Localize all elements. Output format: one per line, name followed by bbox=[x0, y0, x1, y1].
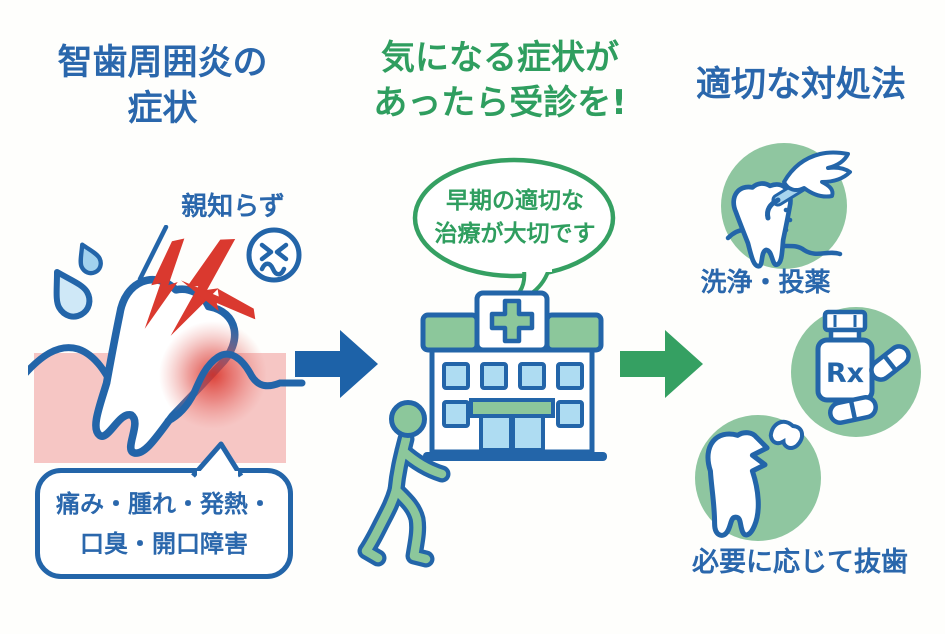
tooth-fragment bbox=[768, 419, 804, 450]
middle-section-title: 気になる症状が あったら受診を! bbox=[355, 36, 645, 126]
advice-bubble-text: 早期の適切な 治療が大切です bbox=[420, 185, 610, 251]
mid-title-line1: 気になる症状が bbox=[381, 38, 619, 78]
gumline-right bbox=[164, 350, 306, 425]
green-arrow-icon bbox=[620, 330, 703, 398]
entrance-canopy bbox=[469, 398, 555, 418]
symptom-line1: 痛み・腫れ・発熱・ bbox=[56, 490, 272, 518]
treatment-label-extraction: 必要に応じて抜歯 bbox=[692, 547, 908, 578]
dental-scaler-tip bbox=[765, 197, 781, 221]
capsule-icon bbox=[828, 395, 878, 425]
walking-person-icon bbox=[357, 400, 451, 568]
symptom-line2: 口臭・開口障害 bbox=[80, 530, 248, 558]
hospital-windows bbox=[442, 362, 584, 428]
blue-arrow-icon bbox=[295, 330, 378, 398]
advice-line2: 治療が大切です bbox=[434, 221, 596, 247]
symptom-speech-bubble: 痛み・腫れ・発熱・ 口臭・開口障害 bbox=[35, 468, 293, 579]
wisdom-tooth-label: 親知らず bbox=[181, 192, 285, 222]
advice-line1: 早期の適切な bbox=[446, 188, 584, 214]
pain-flash-icon bbox=[144, 238, 256, 336]
label-leader-line bbox=[137, 225, 169, 282]
left-section-title: 智歯周囲炎の 症状 bbox=[35, 40, 290, 132]
hand-icon bbox=[782, 150, 852, 199]
treatment-label-cleaning: 洗浄・投薬 bbox=[700, 268, 831, 298]
tooth-extraction-icon bbox=[695, 415, 821, 541]
capsule-icon bbox=[869, 344, 911, 382]
symptom-bubble-tail bbox=[191, 441, 244, 478]
left-title-line1: 智歯周囲炎の bbox=[57, 43, 268, 83]
hospital-icon bbox=[420, 290, 607, 461]
spray-dots bbox=[783, 207, 793, 233]
right-section-title: 適切な対処法 bbox=[695, 65, 906, 105]
tooth-cleaning-icon bbox=[721, 143, 852, 269]
medical-cross-icon bbox=[489, 298, 535, 344]
medicine-bottle-icon: Rx bbox=[791, 307, 921, 437]
left-title-line2: 症状 bbox=[127, 89, 198, 130]
mid-title-line2: あったら受診を! bbox=[373, 82, 627, 123]
rx-label: Rx bbox=[826, 358, 864, 389]
entrance-doors bbox=[479, 414, 545, 452]
wincing-face-icon bbox=[246, 227, 302, 283]
sweat-drops-icon bbox=[53, 242, 103, 320]
impacted-wisdom-tooth-illustration bbox=[28, 225, 306, 463]
